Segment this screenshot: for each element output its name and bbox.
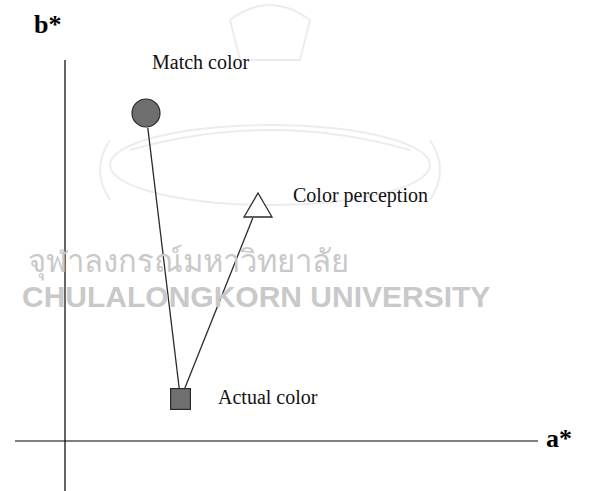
marker-label: Match color [152,50,249,74]
axis-label: b* [34,10,61,40]
watermark-text: CHULALONGKORN UNIVERSITY [22,280,490,314]
circle-marker: Match color [131,98,161,128]
square-shape [170,388,191,410]
watermark-text: จุฬาลงกรณ์มหาวิทยาลัย [28,236,349,286]
triangle-marker: Color perception [243,192,273,218]
marker-label: Color perception [293,183,428,207]
square-marker: Actual color [170,388,191,410]
marker-label: Actual color [218,385,317,409]
circle-shape [131,98,161,128]
axis-label: a* [546,424,572,454]
triangle-shape [243,192,273,218]
